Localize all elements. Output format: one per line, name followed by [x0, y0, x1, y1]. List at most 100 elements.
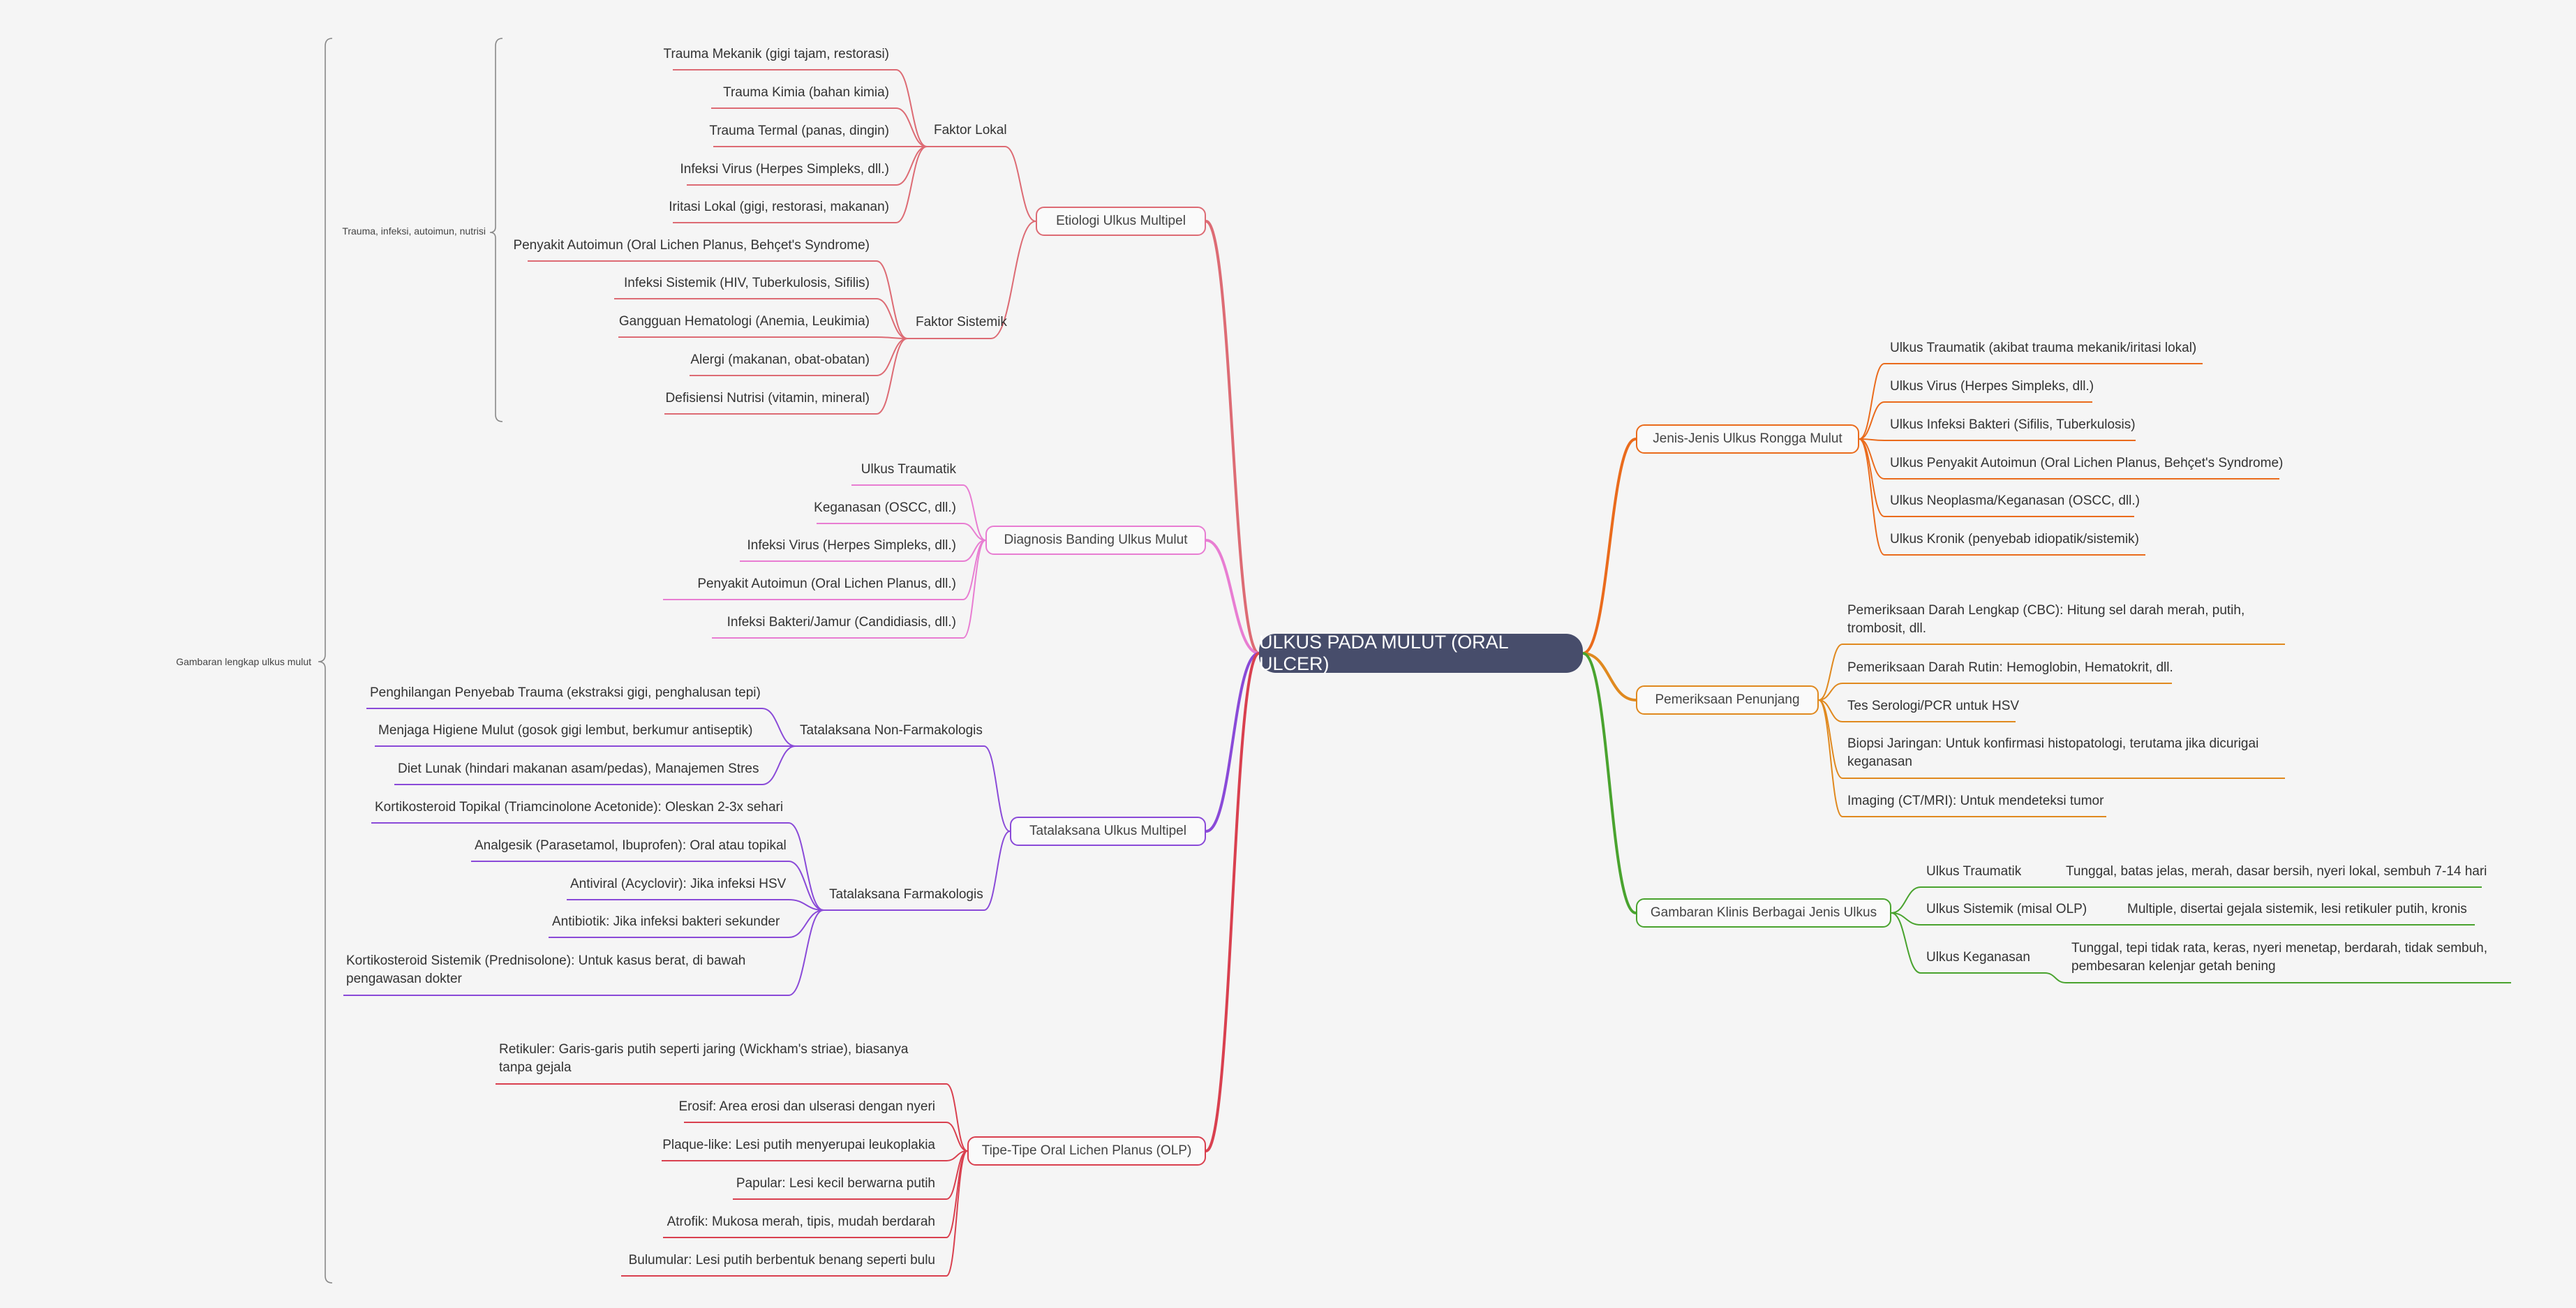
node-diagnosis[interactable]: Diagnosis Banding Ulkus Mulut	[985, 526, 1206, 555]
node-nonfarm[interactable]: Tatalaksana Non-Farmakologis	[800, 723, 983, 738]
sistemik-item: Penyakit Autoimun (Oral Lichen Planus, B…	[513, 238, 870, 253]
branch-curve	[895, 146, 928, 186]
branch-curve	[1582, 652, 1637, 914]
branch-curve	[1582, 438, 1637, 655]
nonfarm-item: Menjaga Higiene Mulut (gosok gigi lembut…	[378, 723, 753, 738]
sistemik-item: Gangguan Hematologi (Anemia, Leukimia)	[618, 314, 870, 329]
node-gambaran[interactable]: Gambaran Klinis Berbagai Jenis Ulkus	[1636, 898, 1891, 928]
branch-curve	[1891, 886, 1921, 914]
gambaran-type[interactable]: Ulkus Keganasan	[1926, 950, 2030, 965]
branch-curve	[962, 540, 986, 639]
node-jenis[interactable]: Jenis-Jenis Ulkus Rongga Mulut	[1636, 424, 1859, 454]
olp-item: Bulumular: Lesi putih berbentuk benang s…	[628, 1253, 935, 1268]
branch-curve	[962, 523, 986, 541]
olp-item: Plaque-like: Lesi putih menyerupai leuko…	[662, 1138, 935, 1152]
penunjang-item: Biopsi Jaringan: Untuk konfirmasi histop…	[1847, 736, 2259, 769]
diagnosis-item: Infeksi Virus (Herpes Simpleks, dll.)	[747, 538, 956, 553]
branch-curve	[788, 909, 824, 996]
diagnosis-item: Ulkus Traumatik	[861, 462, 956, 477]
branch-curve	[876, 298, 908, 339]
jenis-item: Ulkus Neoplasma/Keganasan (OSCC, dll.)	[1890, 493, 2140, 508]
branch-curve	[1818, 699, 1843, 722]
branch-curve	[876, 338, 908, 376]
lokal-item: Infeksi Virus (Herpes Simpleks, dll.)	[680, 162, 889, 177]
lokal-item: Trauma Kimia (bahan kimia)	[723, 85, 889, 100]
branch-curve	[1859, 363, 1885, 440]
branch-curve	[1859, 438, 1885, 556]
olp-item: Papular: Lesi kecil berwarna putih	[736, 1176, 935, 1191]
branch-curve	[983, 831, 1011, 911]
penunjang-item: Tes Serologi/PCR untuk HSV	[1847, 699, 2020, 713]
node-penunjang[interactable]: Pemeriksaan Penunjang	[1636, 685, 1819, 715]
branch-curve	[1859, 401, 1885, 440]
branch-curve	[1205, 652, 1260, 833]
lokal-item: Trauma Mekanik (gigi tajam, restorasi)	[663, 47, 889, 61]
branch-curve	[1891, 912, 1921, 974]
bracket-label-outer: Gambaran lengkap ulkus mulut	[176, 656, 311, 667]
branch-curve	[946, 1083, 968, 1152]
sistemik-item: Alergi (makanan, obat-obatan)	[690, 352, 870, 367]
jenis-item: Ulkus Infeksi Bakteri (Sifilis, Tuberkul…	[1890, 417, 2136, 432]
sistemik-item: Infeksi Sistemik (HIV, Tuberkulosis, Sif…	[624, 276, 870, 290]
branch-curve	[876, 260, 908, 339]
branch-curve	[946, 1150, 968, 1277]
root-node[interactable]: ULKUS PADA MULUT (ORAL ULCER)	[1259, 632, 1583, 674]
farm-item: Antibiotik: Jika infeksi bakteri sekunde…	[552, 914, 780, 929]
branch-curve	[962, 484, 986, 541]
diagnosis-item: Infeksi Bakteri/Jamur (Candidiasis, dll.…	[727, 615, 956, 630]
branch-curve	[1205, 539, 1260, 655]
farm-item: Kortikosteroid Sistemik (Prednisolone): …	[346, 953, 746, 986]
gambaran-detail: Tunggal, batas jelas, merah, dasar bersi…	[2066, 864, 2487, 879]
bracket-inner	[489, 38, 503, 422]
node-faktor-lokal[interactable]: Faktor Lokal	[934, 123, 1007, 138]
penunjang-item: Pemeriksaan Darah Rutin: Hemoglobin, Hem…	[1847, 660, 2173, 675]
branch-curve	[895, 69, 928, 147]
node-tatalaksana[interactable]: Tatalaksana Ulkus Multipel	[1010, 817, 1206, 846]
branch-curve	[946, 1122, 968, 1152]
branch-curve	[761, 745, 796, 785]
branch-curve	[1004, 146, 1036, 222]
branch-curve	[1582, 652, 1637, 701]
branch-curve	[788, 861, 824, 911]
olp-item: Erosif: Area erosi dan ulserasi dengan n…	[678, 1099, 935, 1114]
branch-curve	[788, 909, 824, 938]
olp-item: Atrofik: Mukosa merah, tipis, mudah berd…	[667, 1214, 935, 1229]
penunjang-item: Imaging (CT/MRI): Untuk mendeteksi tumor	[1847, 794, 2104, 808]
bracket-label-inner: Trauma, infeksi, autoimun, nutrisi	[342, 225, 486, 237]
jenis-item: Ulkus Kronik (penyebab idiopatik/sistemi…	[1890, 532, 2139, 547]
farm-item: Antiviral (Acyclovir): Jika infeksi HSV	[570, 877, 787, 891]
branch-curve	[876, 338, 908, 415]
branch-curve	[895, 107, 928, 147]
branch-curve	[761, 708, 796, 747]
nonfarm-item: Penghilangan Penyebab Trauma (ekstraksi …	[370, 685, 761, 700]
jenis-item: Ulkus Traumatik (akibat trauma mekanik/i…	[1890, 341, 2197, 355]
branch-curve	[1818, 699, 1843, 817]
node-farm[interactable]: Tatalaksana Farmakologis	[829, 887, 983, 902]
node-faktor-sistemik[interactable]: Faktor Sistemik	[916, 315, 1007, 329]
olp-item: Retikuler: Garis-garis putih seperti jar…	[499, 1042, 909, 1075]
bracket-outer	[318, 38, 333, 1284]
gambaran-type[interactable]: Ulkus Traumatik	[1926, 864, 2022, 879]
node-olp[interactable]: Tipe-Tipe Oral Lichen Planus (OLP)	[967, 1136, 1206, 1166]
branch-curve	[990, 221, 1036, 339]
sistemik-item: Defisiensi Nutrisi (vitamin, mineral)	[665, 391, 870, 406]
branch-curve	[788, 822, 824, 911]
diagnosis-item: Penyakit Autoimun (Oral Lichen Planus, d…	[697, 577, 956, 591]
branch-curve	[1818, 683, 1843, 701]
lokal-item: Trauma Termal (panas, dingin)	[709, 124, 889, 138]
branch-curve	[1818, 644, 1843, 701]
jenis-item: Ulkus Penyakit Autoimun (Oral Lichen Pla…	[1890, 456, 2284, 470]
branch-curve	[788, 899, 824, 911]
gambaran-type[interactable]: Ulkus Sistemik (misal OLP)	[1926, 902, 2087, 916]
gambaran-detail: Multiple, disertai gejala sistemik, lesi…	[2127, 902, 2467, 916]
branch-curve	[983, 745, 1011, 832]
branch-curve	[2044, 972, 2067, 983]
gambaran-detail: Tunggal, tepi tidak rata, keras, nyeri m…	[2071, 941, 2488, 974]
farm-item: Analgesik (Parasetamol, Ibuprofen): Oral…	[475, 838, 787, 853]
node-etiologi[interactable]: Etiologi Ulkus Multipel	[1036, 207, 1206, 236]
branch-curve	[1859, 438, 1885, 480]
diagnosis-item: Keganasan (OSCC, dll.)	[814, 500, 956, 515]
lokal-item: Iritasi Lokal (gigi, restorasi, makanan)	[669, 200, 889, 214]
